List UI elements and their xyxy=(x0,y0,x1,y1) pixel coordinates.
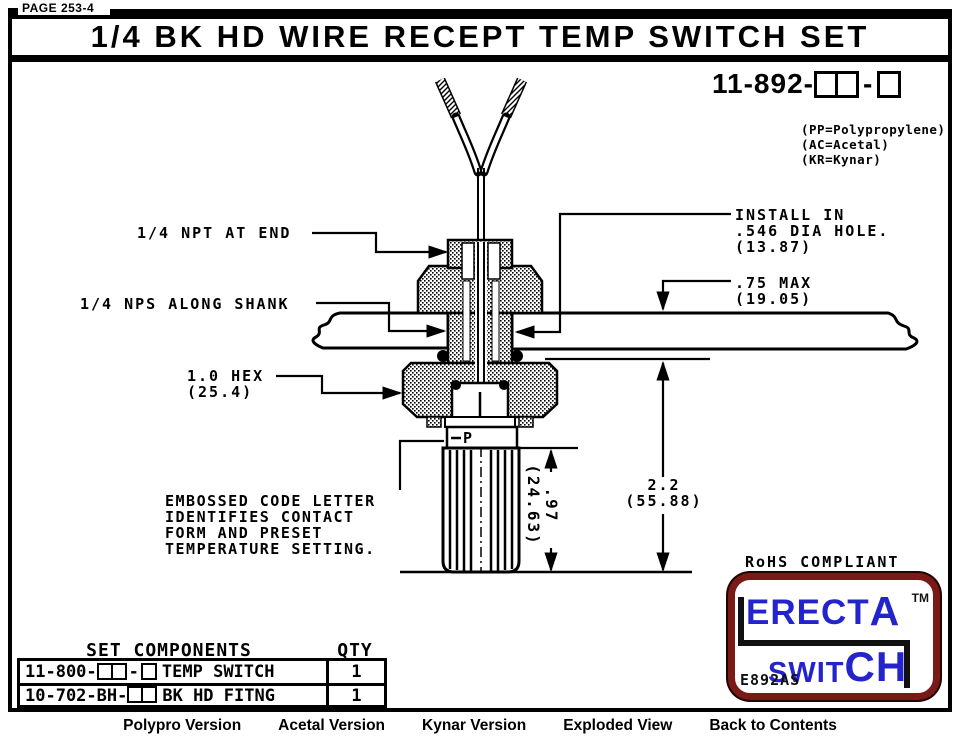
blank-box xyxy=(110,662,127,680)
table-title: SET COMPONENTS xyxy=(86,640,252,661)
logo-stub xyxy=(904,640,910,688)
callout-nps: 1/4 NPS ALONG SHANK xyxy=(80,295,290,313)
callout-hex: 1.0 HEX (25.4) xyxy=(187,367,265,401)
callout-panel-max: .75 MAX (19.05) xyxy=(735,274,813,308)
component-part-cell: 10-702-BH- BK HD FITNG xyxy=(20,686,326,706)
nav-link-polypro[interactable]: Polypro Version xyxy=(123,717,242,734)
embossed-letter: P xyxy=(463,429,473,447)
nav-link-acetal[interactable]: Acetal Version xyxy=(278,717,385,734)
part-prefix: 11-800- xyxy=(25,662,97,682)
title-bar: 1/4 BK HD WIRE RECEPT TEMP SWITCH SET xyxy=(8,15,952,62)
component-qty: 1 xyxy=(326,686,384,706)
callout-npt: 1/4 NPT AT END xyxy=(137,224,292,242)
page-title: 1/4 BK HD WIRE RECEPT TEMP SWITCH SET xyxy=(90,18,870,54)
material-codes: (PP=Polypropylene) (AC=Acetal) (KR=Kynar… xyxy=(801,122,946,167)
blank-box xyxy=(834,70,859,98)
logo-text: ERECT xyxy=(746,593,870,632)
part-number-dash: - xyxy=(862,68,874,99)
part-dash: - xyxy=(128,662,139,682)
blank-box xyxy=(140,662,157,680)
component-desc: BK HD FITNG xyxy=(162,685,275,706)
table-row: 11-800- - TEMP SWITCH 1 xyxy=(20,661,384,683)
top-rule xyxy=(110,9,952,15)
dimension-overall-length: 2.2 (55.88) xyxy=(625,476,703,510)
logo-code: E892AS xyxy=(740,671,801,689)
part-number: 11-892- - xyxy=(712,68,902,100)
callout-install-hole: INSTALL IN .546 DIA HOLE. (13.87) xyxy=(735,206,890,256)
component-desc: TEMP SWITCH xyxy=(161,662,275,682)
component-qty: 1 xyxy=(326,661,384,683)
dimension-body-length: .97 (24.63) xyxy=(524,464,561,546)
qty-header: QTY xyxy=(337,640,373,661)
nav-link-contents[interactable]: Back to Contents xyxy=(709,717,837,734)
callout-embossed-code: EMBOSSED CODE LETTER IDENTIFIES CONTACT … xyxy=(165,492,376,558)
table-row: 10-702-BH- BK HD FITNG 1 xyxy=(20,683,384,706)
blank-box xyxy=(877,70,902,98)
bottom-nav: Polypro Version Acetal Version Kynar Ver… xyxy=(0,717,960,735)
part-prefix: 10-702-BH- xyxy=(25,685,128,706)
nav-link-kynar[interactable]: Kynar Version xyxy=(422,717,527,734)
logo-underline xyxy=(738,640,910,646)
table-header: SET COMPONENTS QTY xyxy=(15,640,387,661)
components-table: 11-800- - TEMP SWITCH 1 10-702-BH- BK HD… xyxy=(17,658,387,708)
logo-text: A xyxy=(869,588,901,634)
part-number-prefix: 11-892- xyxy=(712,68,814,99)
trademark-symbol: TM xyxy=(911,591,929,605)
blank-box xyxy=(141,686,158,703)
nav-link-exploded[interactable]: Exploded View xyxy=(563,717,673,734)
logo-text: CH xyxy=(844,643,908,690)
corner-mark xyxy=(8,8,18,18)
logo-text: SWIT xyxy=(768,657,845,689)
component-part-cell: 11-800- - TEMP SWITCH xyxy=(20,662,326,682)
logo-bar xyxy=(738,597,744,645)
rohs-label: RoHS COMPLIANT xyxy=(745,553,900,571)
page-label: PAGE 253-4 xyxy=(22,1,95,15)
